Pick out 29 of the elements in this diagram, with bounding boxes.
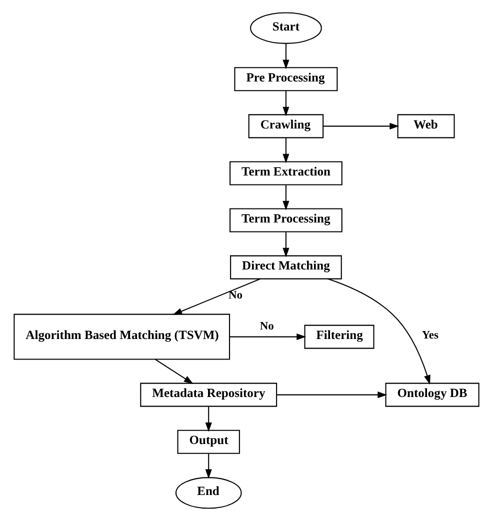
arrow <box>282 185 289 210</box>
arrow <box>322 122 399 130</box>
edge-label: No <box>228 289 242 302</box>
node-box: Pre Processing <box>234 67 338 92</box>
node-box: Output <box>176 430 240 454</box>
node-box: Web <box>396 114 454 138</box>
arrow <box>282 232 289 258</box>
arrow <box>326 278 430 385</box>
node-box: Crawling <box>248 114 324 138</box>
arrow <box>282 91 289 116</box>
node-box: Ontology DB <box>384 382 479 407</box>
arrow <box>282 44 289 70</box>
arrow <box>204 454 212 479</box>
arrow <box>204 406 212 432</box>
edge-label: Yes <box>421 330 438 342</box>
arrow <box>229 334 306 340</box>
node-box: Term Processing <box>229 208 342 232</box>
arrow <box>154 358 193 384</box>
arrow <box>276 392 387 398</box>
node-ellipse: Start <box>250 12 322 44</box>
node-box: Filtering <box>304 324 374 349</box>
node-ellipse: End <box>174 477 242 509</box>
node-box: Metadata Repository <box>140 382 277 407</box>
node-box: Algorithm Based Matching (TSVM) <box>13 314 230 360</box>
node-box: Direct Matching <box>230 255 342 280</box>
arrow <box>172 278 260 315</box>
edge-label: No <box>259 320 274 332</box>
node-box: Term Extraction <box>229 161 342 186</box>
arrow <box>282 138 289 164</box>
